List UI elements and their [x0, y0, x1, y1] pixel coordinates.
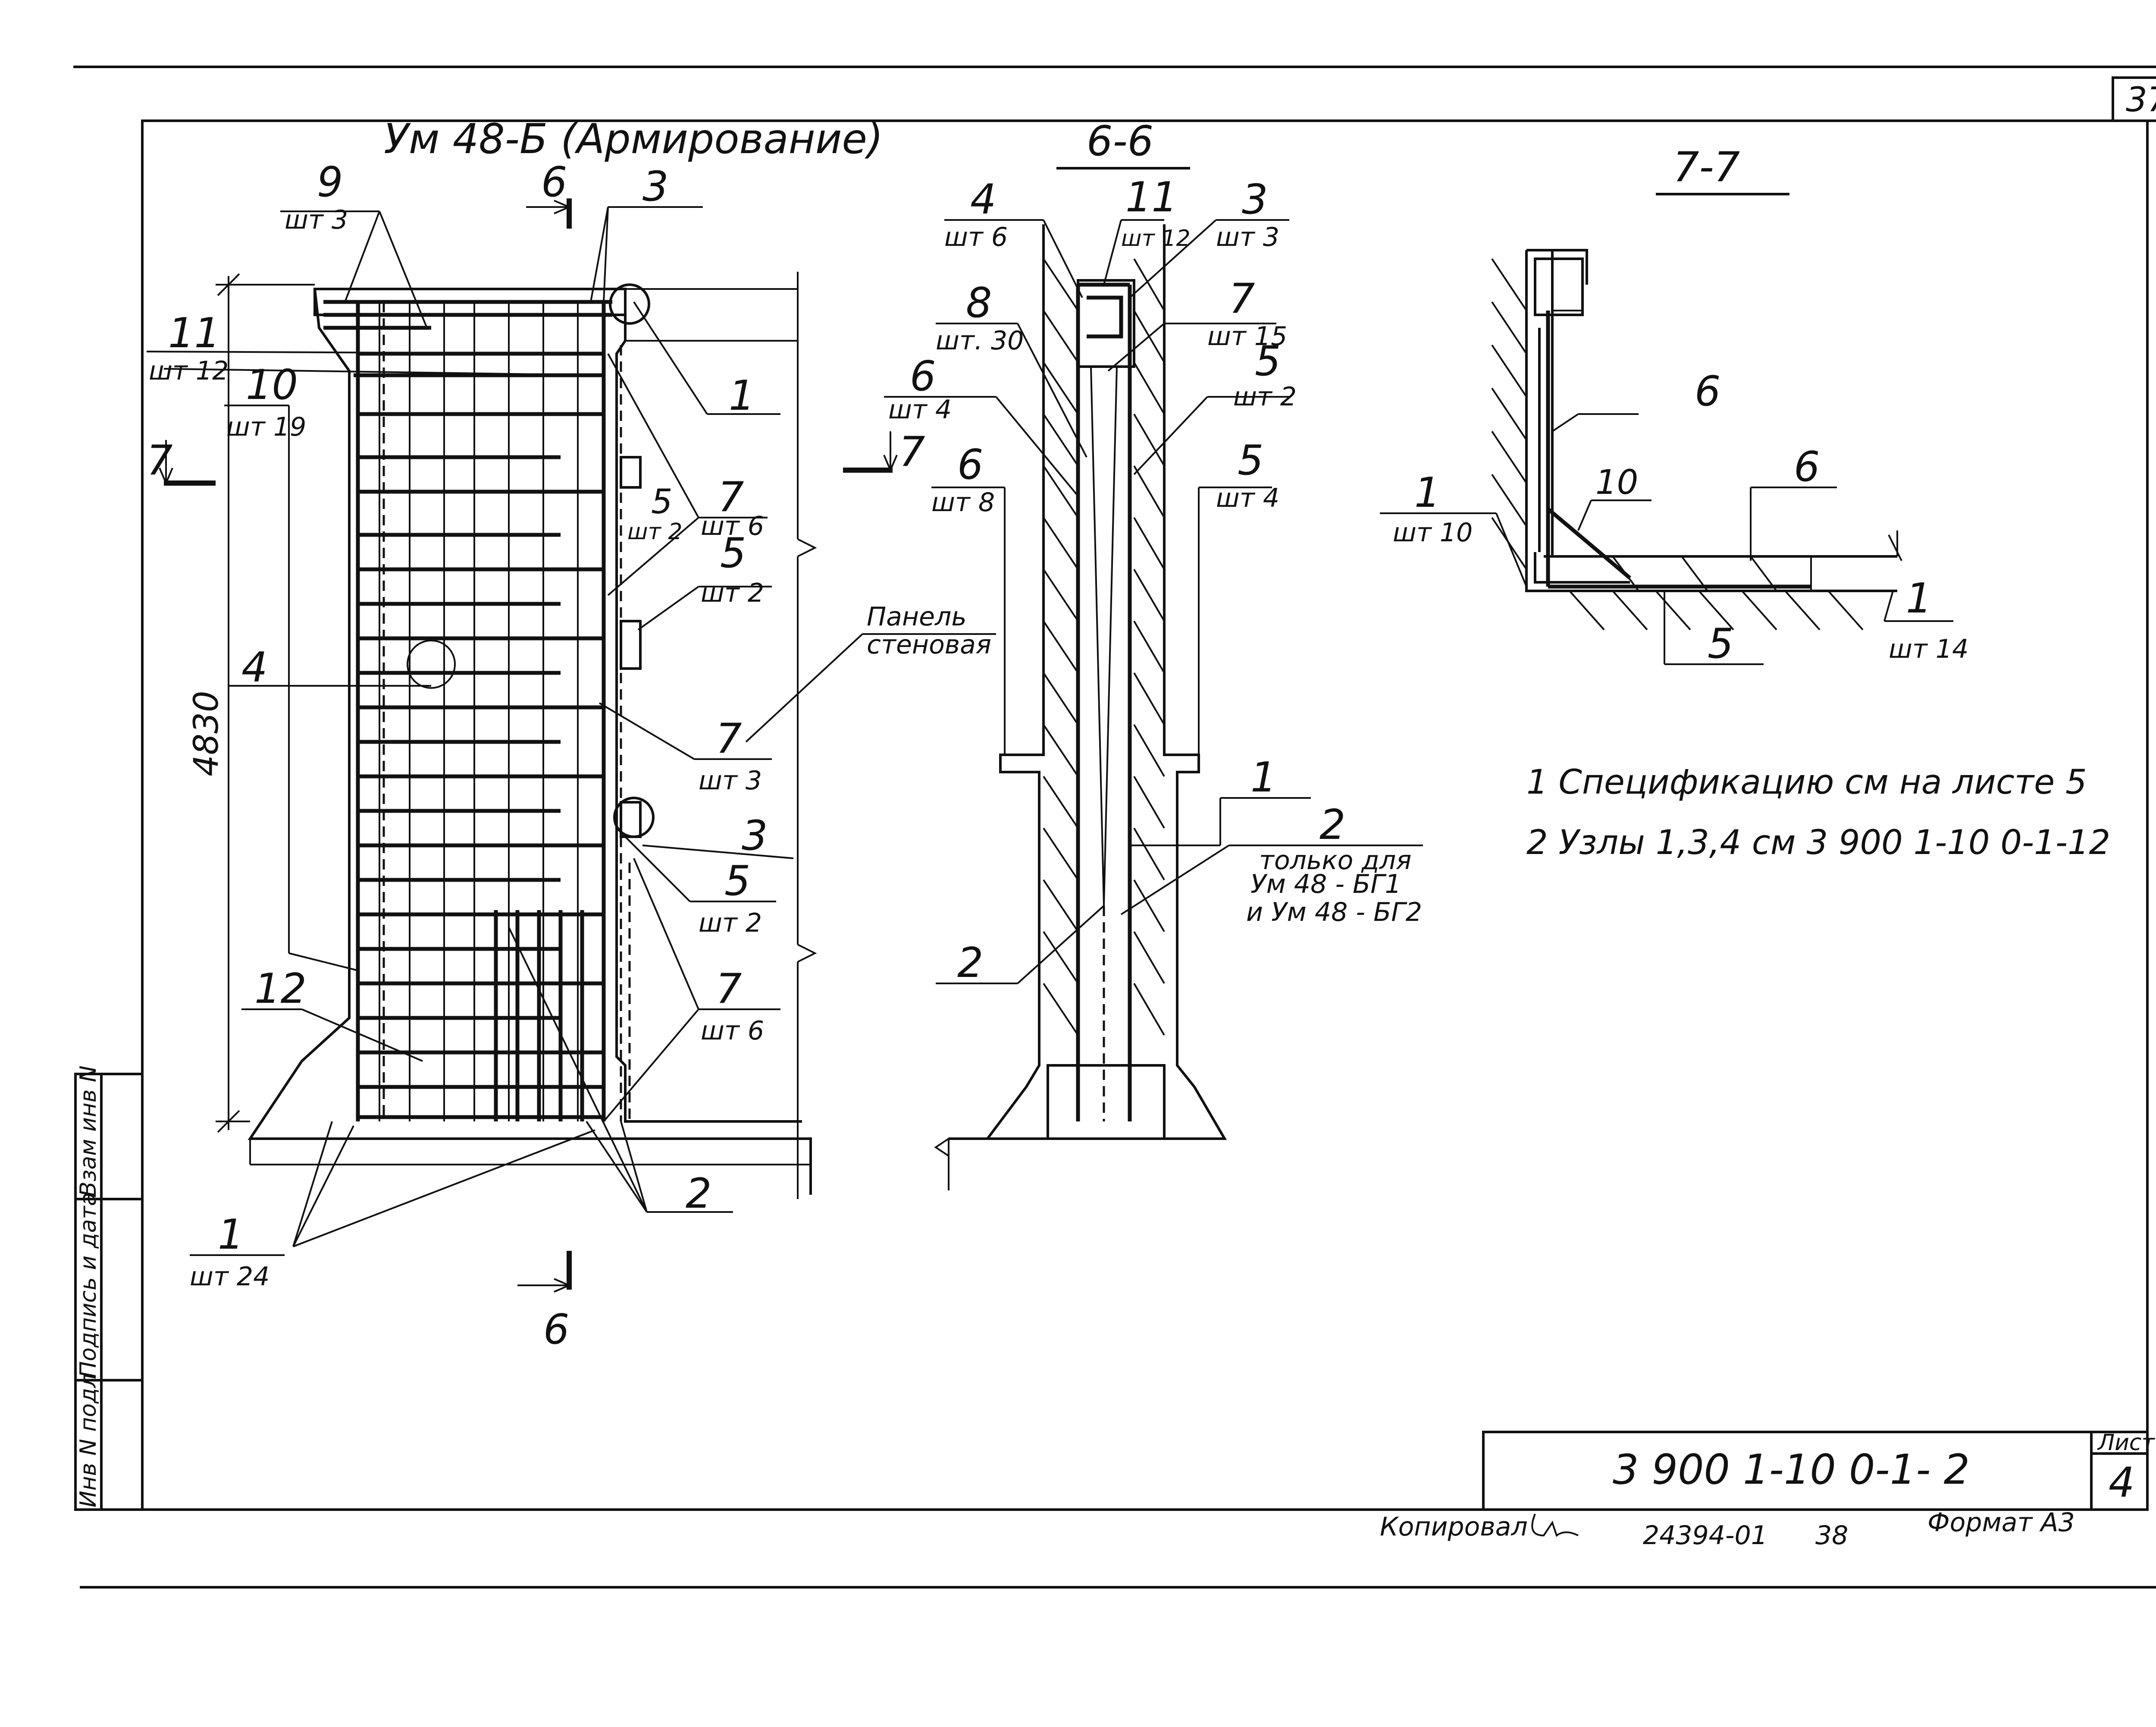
s7-callout-1a-num: 1 [1414, 469, 1440, 517]
s6-callout-8-num: 8 [966, 279, 992, 327]
callout-7a-num: 7 [718, 474, 744, 521]
left-view: Ум 48-Б (Армирование) 4830 [146, 116, 996, 1353]
callout-12-num: 12 [254, 965, 307, 1013]
s6-callout-6a-qty: шт 4 [888, 395, 952, 425]
s6-callout-6b-num: 6 [957, 441, 983, 489]
s6-callout-7-num: 7 [1229, 275, 1255, 323]
section-7-7-title: 7-7 [1673, 144, 1740, 191]
section-6-6-leaders [884, 219, 1423, 984]
s7-callout-6a-num: 6 [1695, 368, 1720, 415]
callout-1-bottom-num: 1 [218, 1211, 244, 1259]
sheet-frame: 37 [73, 66, 2156, 1589]
s6-callout-5a-qty: шт 2 [1233, 382, 1297, 412]
section-7-mark-left: 7 [147, 437, 172, 484]
footer-num: 38 [1815, 1520, 1848, 1551]
callout-4-num: 4 [241, 644, 267, 691]
notes: 1 Спецификацию см на листе 5 2 Узлы 1,3,… [1526, 763, 2110, 862]
s7-callout-1a-qty: шт 10 [1393, 518, 1473, 548]
lower-mesh [494, 910, 584, 1121]
callout-2-left-num: 2 [686, 1170, 711, 1218]
callout-3-bottom-num: 3 [742, 812, 768, 860]
s6-callout-8-qty: шт. 30 [936, 326, 1024, 356]
s6-callout-4-qty: шт 6 [944, 222, 1008, 252]
footer-copied: Копировал [1380, 1512, 1528, 1542]
left-leaders [146, 206, 996, 1256]
callout-5b-num: 5 [720, 530, 746, 577]
callout-10-qty: шт 19 [226, 412, 306, 442]
section-7-7-hatch [1491, 258, 1864, 631]
side-stamp: Инв N подл Подпись и дата Взам инв N [74, 1065, 144, 1511]
s7-callout-5-num: 5 [1708, 620, 1733, 668]
section-7-mark-right: 7 [899, 428, 925, 476]
s7-callout-1b-qty: шт 14 [1889, 634, 1968, 664]
callout-11-qty: шт 12 [149, 356, 229, 386]
stamp-inv-podl: Инв N подл [75, 1373, 101, 1507]
s6-callout-3-qty: шт 3 [1216, 222, 1279, 252]
footer: Копировал 24394-01 38 Формат А3 [1380, 1507, 2075, 1551]
section-6-6-hatch [1043, 258, 1165, 1036]
panel-label-line1: Панель [867, 602, 967, 632]
s6-callout-5b-qty: шт 4 [1216, 483, 1279, 513]
stamp-vzam-inv: Взам инв N [75, 1065, 101, 1197]
dimension-height: 4830 [187, 691, 226, 776]
stamp-signature-date: Подпись и дата [75, 1192, 101, 1378]
s6-callout-11-qty: шт 12 [1121, 226, 1191, 251]
section-6-6-title: 6-6 [1087, 118, 1153, 165]
callout-5c-num: 5 [724, 857, 750, 905]
panel-label-line2: стеновая [867, 630, 991, 660]
s6-note-line1: только для [1259, 845, 1411, 876]
callout-7b-qty: шт 3 [699, 766, 762, 796]
callout-3-top-num: 3 [642, 163, 668, 210]
sheet-number: 37 [2126, 81, 2156, 119]
callout-1-bottom-qty: шт 24 [190, 1262, 270, 1292]
callout-7b-num: 7 [716, 715, 742, 763]
callout-7c-num: 7 [716, 965, 742, 1013]
s7-callout-10-num: 10 [1595, 463, 1638, 502]
section-6-mark-top: 6 [541, 159, 567, 206]
callout-9-qty: шт 3 [285, 205, 348, 235]
title-code: 3 900 1-10 0-1- 2 [1613, 1446, 1970, 1494]
footer-order: 24394-01 [1643, 1520, 1767, 1551]
callout-5a-num: 5 [651, 483, 673, 521]
s6-callout-4-num: 4 [970, 176, 996, 223]
callout-11-num: 11 [168, 310, 220, 357]
callout-1-top-num: 1 [729, 372, 755, 420]
title-sheet-label: Лист [2097, 1430, 2155, 1456]
callout-10-num: 10 [246, 361, 298, 409]
s7-callout-6b-num: 6 [1794, 443, 1820, 491]
footer-format: Формат А3 [1927, 1507, 2075, 1538]
note-1: 1 Спецификацию см на листе 5 [1526, 763, 2087, 802]
s6-note-line2: Ум 48 - БГ1 [1250, 869, 1401, 899]
drawing-title: Ум 48-Б (Армирование) [384, 116, 883, 163]
callout-7a-qty: шт 6 [701, 511, 764, 541]
section-6-mark-bottom: 6 [543, 1306, 569, 1353]
horizontal-bars [358, 412, 604, 1119]
s6-callout-3-num: 3 [1242, 176, 1268, 223]
title-block: Лист 4 3 900 1-10 0-1- 2 [1482, 1430, 2155, 1511]
title-sheet-value: 4 [2109, 1459, 2134, 1507]
s6-callout-6b-qty: шт 8 [931, 487, 995, 518]
s6-callout-2a-num: 2 [1319, 801, 1345, 849]
s6-callout-2b-num: 2 [957, 939, 983, 987]
section-6-6: 6-6 [884, 118, 1423, 1190]
s6-callout-7-qty: шт 15 [1207, 321, 1287, 352]
callout-5b-qty: шт 2 [701, 578, 764, 608]
s7-callout-1b-num: 1 [1906, 575, 1932, 622]
callout-5c-qty: шт 2 [699, 908, 762, 938]
s6-callout-11-num: 11 [1125, 174, 1178, 221]
callout-9-num: 9 [317, 159, 343, 206]
section-7-7: 7-7 [1380, 144, 1968, 668]
s6-callout-6a-num: 6 [910, 353, 936, 400]
callout-7c-qty: шт 6 [701, 1016, 764, 1046]
s6-callout-1-num: 1 [1250, 754, 1276, 801]
s6-note-line3: и Ум 48 - БГ2 [1246, 897, 1422, 927]
s6-callout-5a-num: 5 [1255, 338, 1281, 385]
callout-5a-qty: шт 2 [627, 519, 683, 545]
note-2: 2 Узлы 1,3,4 см 3 900 1-10 0-1-12 [1526, 823, 2110, 862]
s6-callout-5b-num: 5 [1238, 437, 1263, 484]
